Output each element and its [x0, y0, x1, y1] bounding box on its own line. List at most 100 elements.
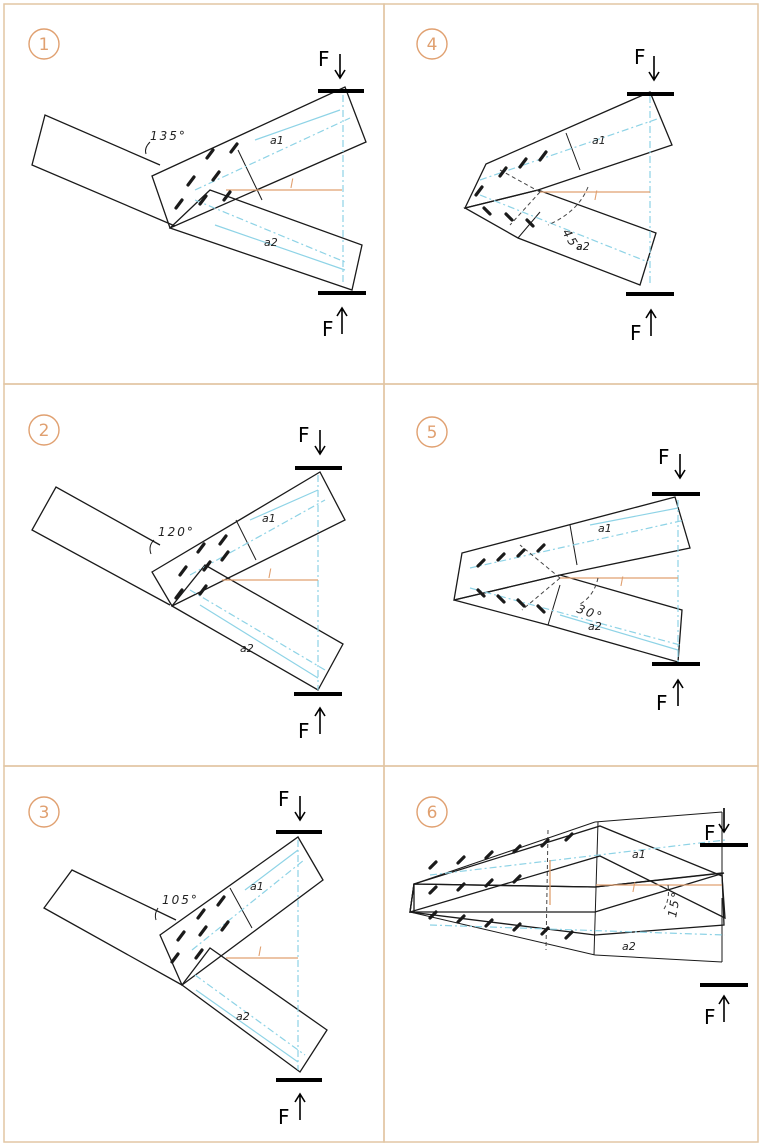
- dim-label-a2: a2: [264, 236, 278, 249]
- force-arrow-up: [336, 306, 348, 334]
- force-arrow-up: [672, 678, 684, 706]
- nail: [220, 550, 230, 562]
- lever-arm-label: l: [290, 177, 294, 191]
- nail: [176, 930, 186, 942]
- member-upper: [151, 471, 346, 607]
- nail: [484, 878, 494, 888]
- nail: [482, 206, 492, 216]
- panel-number-circle: [28, 796, 60, 828]
- panel-number: 3: [39, 803, 50, 823]
- angle-label: 120°: [158, 525, 195, 539]
- nail: [564, 832, 574, 842]
- force-label-top: F: [634, 45, 646, 69]
- dim-label-a2: a2: [236, 1010, 250, 1023]
- nail: [428, 860, 438, 870]
- nail: [512, 844, 522, 854]
- force-arrow-down: [294, 796, 306, 822]
- nail: [178, 565, 188, 577]
- nail: [518, 157, 528, 169]
- panel-6: 6 l 15° a1 a2: [409, 796, 748, 1029]
- nail: [496, 594, 506, 604]
- nail: [216, 895, 226, 907]
- edge-upper-outer: [594, 811, 723, 823]
- panel-grid: [3, 3, 759, 1143]
- force-label-top: F: [298, 423, 310, 447]
- nail: [196, 542, 206, 554]
- panel-3: 3 l 105° a1 a2 F F: [28, 787, 328, 1129]
- dim-line-a2: [214, 224, 346, 271]
- nail: [218, 534, 228, 546]
- centerline-lower: [469, 587, 681, 646]
- centerline-upper: [479, 117, 661, 181]
- nail: [504, 212, 514, 222]
- nail: [496, 552, 506, 562]
- panel-5: 5 l 30° a1 a2 F F: [416, 416, 700, 715]
- nail: [220, 920, 230, 932]
- panel-number: 2: [39, 421, 50, 441]
- centerline-upper: [189, 499, 326, 576]
- force-label-top: F: [704, 821, 716, 845]
- angle-arc: [579, 577, 599, 605]
- nail: [476, 588, 486, 598]
- construction-line: [545, 829, 549, 951]
- panel-number: 4: [427, 35, 438, 55]
- force-arrow-down: [648, 56, 660, 82]
- force-label-bottom: F: [656, 691, 668, 715]
- nail: [484, 850, 494, 860]
- centerline-lower: [479, 194, 649, 263]
- member-long: [31, 486, 171, 606]
- force-arrow-down: [674, 454, 686, 480]
- nail: [170, 952, 180, 964]
- nail: [516, 598, 526, 608]
- force-arrow-up: [645, 308, 657, 336]
- nail: [428, 885, 438, 895]
- panel-number: 5: [427, 423, 438, 443]
- splice-line: [237, 149, 263, 201]
- force-arrow-up: [314, 706, 326, 734]
- dim-line-a1: [249, 489, 319, 521]
- panel-number-circle: [416, 28, 448, 60]
- dim-line-a2: [559, 614, 679, 651]
- dim-line-a2: [195, 989, 299, 1063]
- splice-line: [229, 887, 253, 929]
- panel-1: 1 l 135° a1 a2 F F: [28, 28, 367, 341]
- centerline-upper: [429, 839, 726, 876]
- dim-label-a1: a1: [592, 134, 606, 147]
- angle-label: 15°: [665, 889, 684, 918]
- force-label-top: F: [658, 445, 670, 469]
- nail: [202, 560, 212, 572]
- nail: [174, 588, 184, 600]
- nail: [498, 166, 508, 178]
- nail: [456, 855, 466, 865]
- nail: [512, 922, 522, 932]
- nail: [198, 584, 208, 596]
- splice-line: [593, 821, 599, 956]
- nail: [512, 874, 522, 884]
- dim-label-a1: a1: [262, 512, 276, 525]
- splice-line: [565, 132, 581, 171]
- force-arrow-up: [294, 1092, 306, 1120]
- angle-arc: [149, 539, 155, 555]
- dim-label-a2: a2: [588, 620, 602, 633]
- angle-label: 105°: [162, 893, 199, 907]
- force-arrow-down: [718, 808, 730, 834]
- centerline-lower: [429, 924, 726, 936]
- centerline-upper: [194, 117, 351, 191]
- force-label-bottom: F: [704, 1005, 716, 1029]
- nail: [196, 908, 206, 920]
- lever-arm-label: l: [268, 567, 272, 581]
- member-lower: [168, 189, 363, 291]
- member-long: [31, 114, 176, 227]
- nail: [564, 930, 574, 940]
- member-upper: [151, 86, 367, 229]
- dim-label-a2: a2: [240, 642, 254, 655]
- nail: [229, 142, 239, 154]
- nail: [194, 948, 204, 960]
- lever-arm-label: l: [594, 189, 598, 203]
- member-lower: [453, 574, 683, 663]
- force-arrow-down: [334, 54, 346, 80]
- dim-label-a2: a2: [576, 240, 590, 253]
- nail: [198, 194, 208, 206]
- construction-lines: [519, 544, 561, 611]
